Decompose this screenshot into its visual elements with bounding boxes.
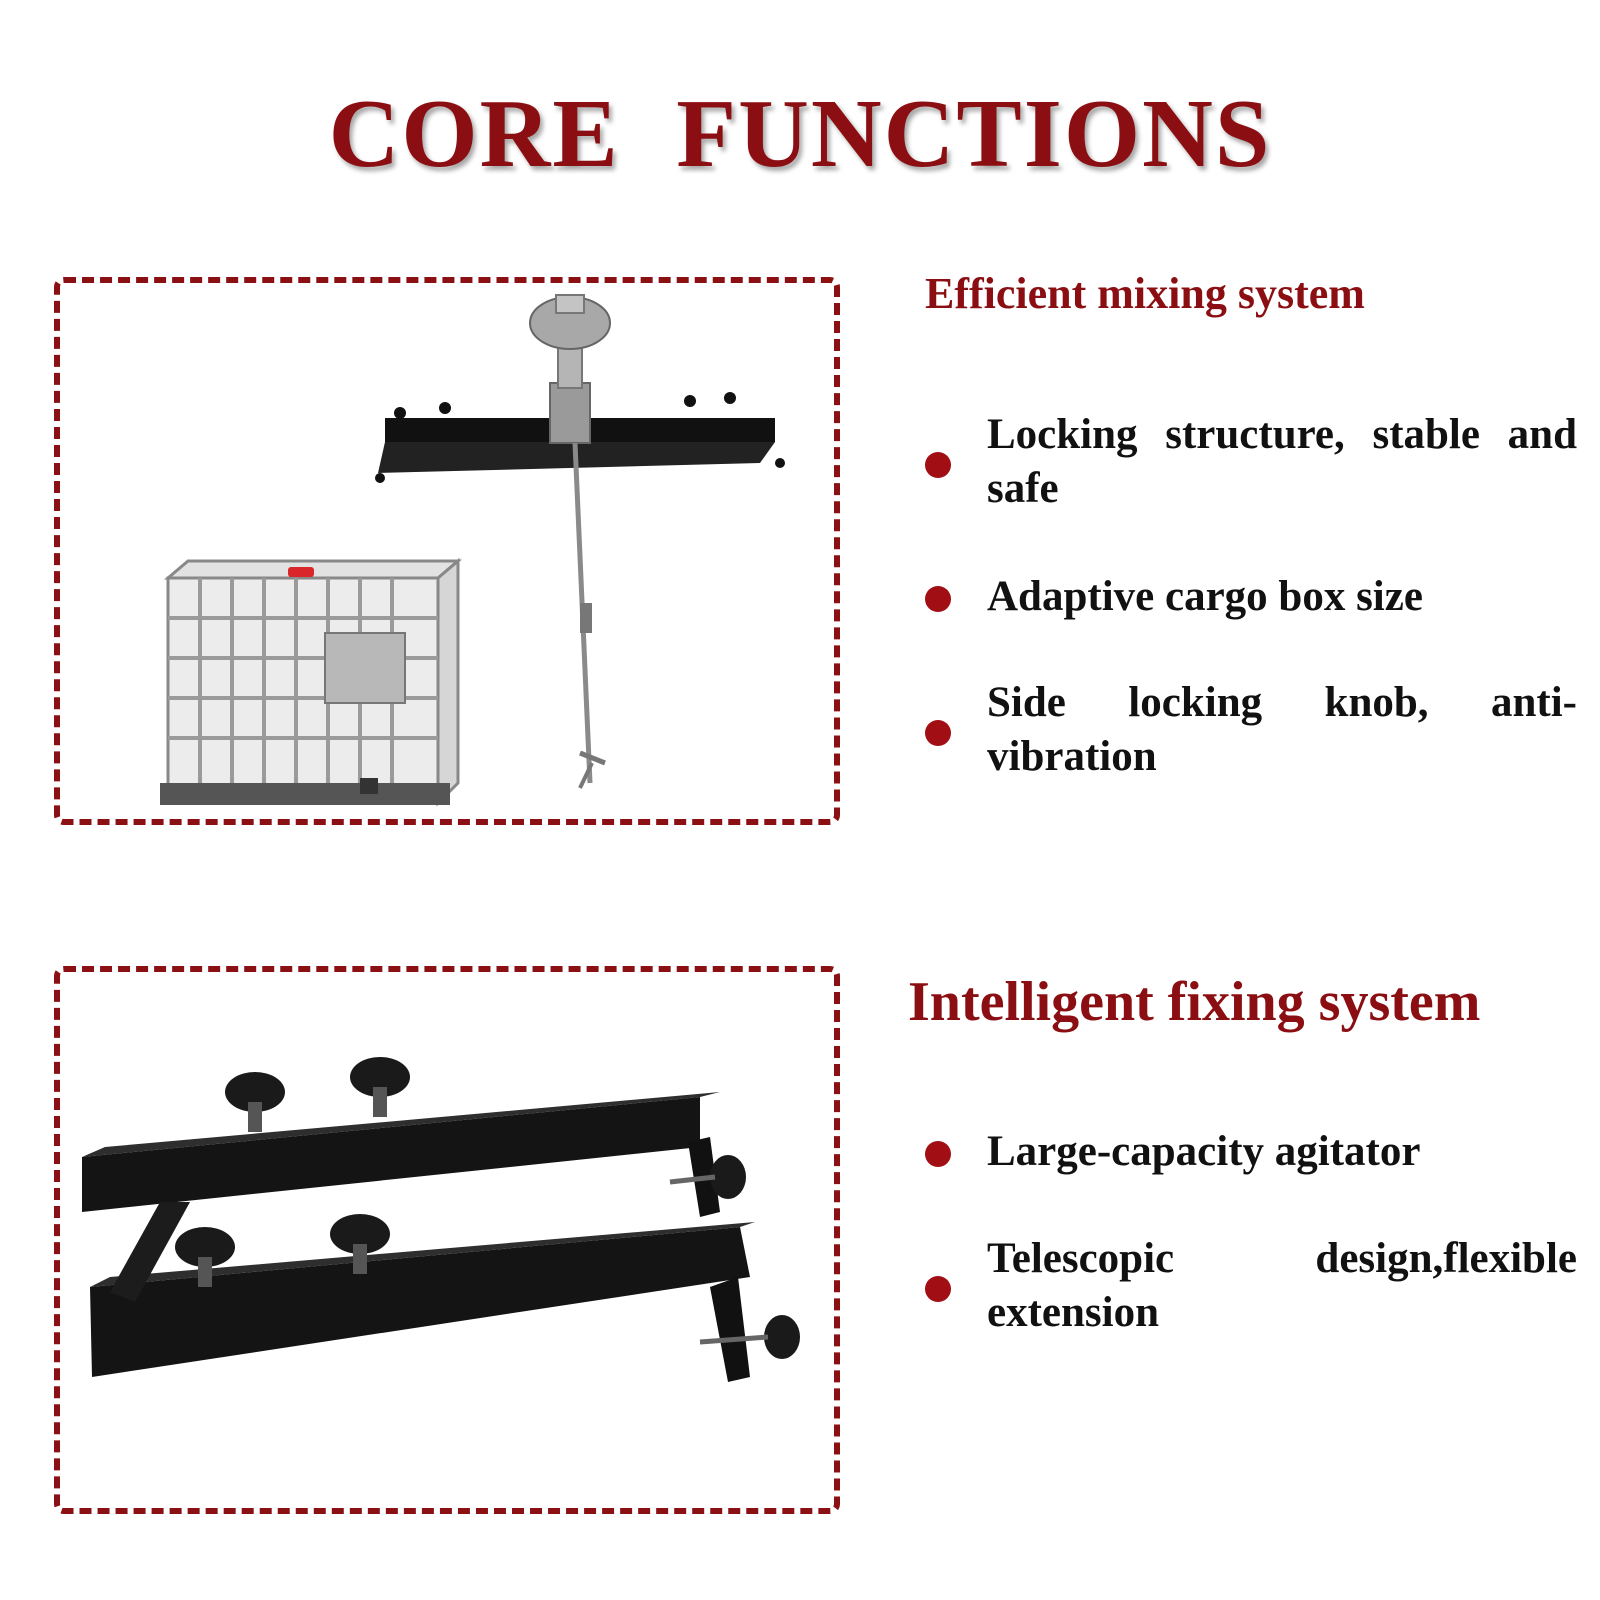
telescopic-bracket-icon	[82, 1057, 800, 1382]
agitator-mixer-icon	[375, 294, 785, 789]
section-heading-fixing: Intelligent fixing system	[908, 971, 1481, 1033]
bullet-dot-icon	[925, 1141, 951, 1167]
bullet-dot-icon	[925, 720, 951, 746]
ibc-tote-icon	[160, 557, 463, 807]
bullet-dot-icon	[925, 586, 951, 612]
bullet-text: Telescopic design,flexible extension	[987, 1235, 1577, 1336]
section-heading-mixing: Efficient mixing system	[925, 269, 1365, 318]
bullet-text: Side locking knob, anti-vibration	[987, 679, 1577, 780]
bullet-text: Adaptive cargo box size	[987, 573, 1423, 620]
fixing-system-image-frame	[54, 966, 840, 1514]
mixer-and-ibc-tote-illustration	[160, 294, 785, 807]
bullet-dot-icon	[925, 452, 951, 478]
page-title: CORE FUNCTIONS	[328, 80, 1272, 188]
bullet-dot-icon	[925, 1276, 951, 1302]
telescopic-bracket-illustration	[82, 1057, 800, 1382]
bullet-text: Locking structure, stable and safe	[987, 411, 1577, 512]
bullet-text: Large-capacity agitator	[987, 1128, 1421, 1175]
mixing-system-image-frame	[54, 277, 840, 825]
